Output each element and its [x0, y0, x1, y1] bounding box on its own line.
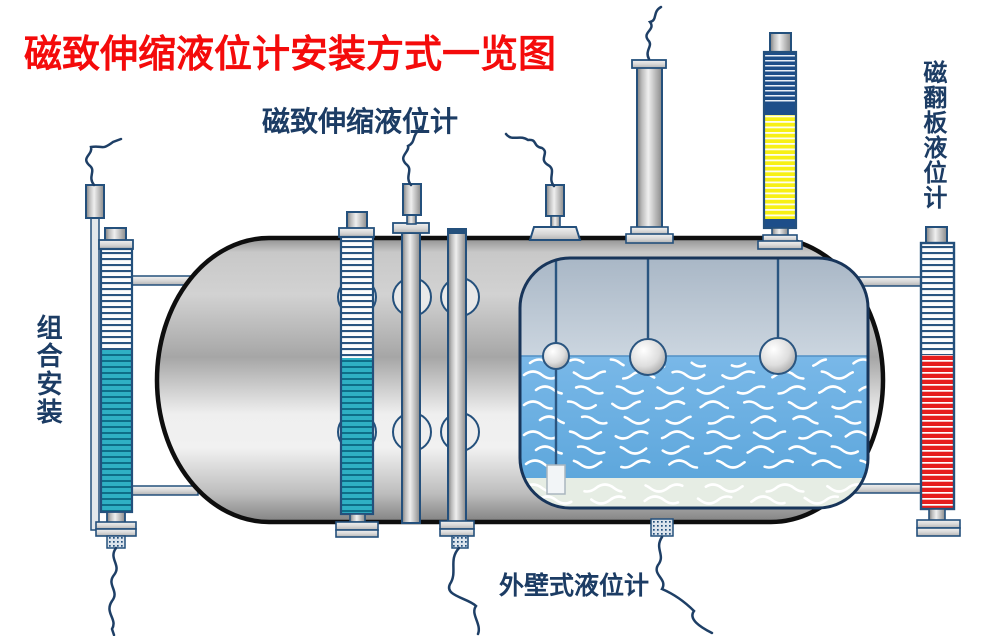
- magnetic-flap-gauge: [916, 226, 961, 537]
- cable-gland: [451, 535, 469, 549]
- tall-standpipe: [625, 59, 674, 244]
- combined-install-gauge: [85, 184, 137, 549]
- tank-cutaway-window: [518, 256, 870, 510]
- float-ball-right: [759, 337, 797, 375]
- label-external-wall-gauge: 外壁式液位计: [499, 572, 650, 600]
- external-wall-gauge-tube: [439, 228, 475, 549]
- top-probe-transmitter: [528, 184, 582, 241]
- signal-cables: [84, 5, 714, 636]
- page-title: 磁致伸缩液位计安装方式一览图: [24, 34, 557, 76]
- water: [520, 356, 868, 478]
- transmitter-head: [402, 183, 422, 216]
- label-magnetostrictive-gauge: 磁致伸缩液位计: [262, 106, 459, 137]
- transmitter-head: [85, 184, 105, 219]
- sensor-tube: [90, 217, 100, 531]
- tank-bottom-connector: [650, 518, 674, 537]
- float-balls: [542, 337, 797, 376]
- cable-gland: [106, 535, 126, 549]
- float-ball-small: [542, 342, 570, 370]
- float-ball-mid: [629, 338, 667, 376]
- water-bottom-band: [520, 478, 868, 508]
- label-magnetic-flap-gauge: 磁翻板液位计: [918, 60, 946, 210]
- through-tank-gauge-column: [335, 211, 379, 538]
- magnetostrictive-gauge-tube: [392, 183, 430, 524]
- top-mounted-indicator-column: [757, 32, 803, 250]
- probe-bottom-weight: [546, 464, 566, 495]
- label-combined-install: 组合安装: [33, 314, 64, 426]
